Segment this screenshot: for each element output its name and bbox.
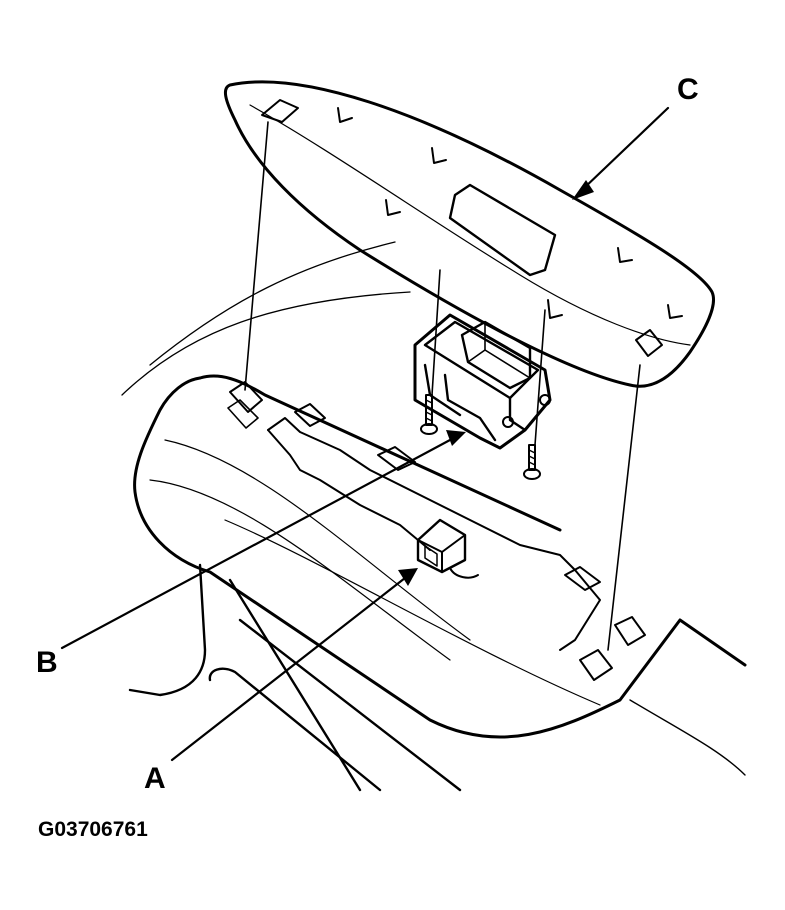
trim-cover-panel: [223, 80, 715, 388]
door-handle-pull: [208, 667, 382, 792]
recess-border-lower: [267, 429, 431, 551]
arrowhead-c: [572, 180, 594, 200]
wiring-connector: [416, 518, 479, 579]
screw-left-thread: [425, 399, 433, 422]
cover-outline: [223, 80, 715, 388]
cover-clip-right: [635, 329, 663, 357]
guide-left-clip: [244, 121, 269, 391]
door-armrest-body: [121, 241, 747, 792]
door-panel-pocket: [128, 563, 207, 697]
switch-top-plate: [423, 320, 540, 400]
callout-label-a: A: [144, 762, 166, 795]
arrowhead-b: [446, 430, 466, 446]
cover-tab-1: [337, 107, 353, 123]
callout-label-b: B: [36, 646, 58, 679]
switch-mount-tab-1: [502, 416, 514, 428]
door-panel-lower-edge: [629, 699, 746, 776]
cover-tab-4: [547, 299, 563, 319]
cover-tab-6: [667, 304, 683, 319]
callout-label-c: C: [677, 73, 699, 106]
switch-body-mid: [443, 373, 497, 442]
screw-left-head: [420, 423, 438, 435]
screw-right-head: [523, 468, 541, 480]
figure-id: G03706761: [38, 818, 148, 841]
guide-screw-right: [534, 309, 546, 446]
guide-right-clip: [607, 364, 641, 651]
cover-contour: [249, 104, 691, 346]
connector-body: [416, 518, 467, 574]
switch-rocker-ridge: [484, 349, 531, 379]
door-arc-lower: [121, 291, 411, 396]
cover-tab-5: [617, 247, 633, 263]
cover-switch-opening: [448, 183, 557, 277]
connector-socket: [424, 545, 438, 567]
alignment-guides: [244, 121, 641, 651]
recess-border-upper: [267, 417, 601, 651]
cover-clip-left: [261, 99, 299, 123]
screw-left: [420, 394, 438, 435]
screw-right: [523, 444, 541, 480]
leader-a: [170, 576, 407, 762]
clip-hole-right-inner: [579, 649, 613, 681]
armrest-contour-1: [164, 439, 471, 641]
cover-tab-2: [431, 147, 447, 164]
leader-b: [60, 438, 452, 650]
armrest-contour-3: [224, 519, 601, 706]
arrowhead-a: [398, 568, 418, 586]
leader-c: [580, 106, 670, 192]
door-panel-line-2: [238, 618, 462, 792]
guide-screw-left: [431, 269, 441, 396]
switch-mount-tab-2: [539, 394, 551, 406]
window-switch: [413, 313, 552, 450]
callout-leaders: [60, 106, 670, 762]
switch-body-right: [508, 396, 527, 432]
clip-hole-left-inner: [227, 399, 259, 429]
connector-wire: [449, 567, 479, 579]
armrest-top-edge: [198, 374, 562, 532]
armrest-outline: [133, 376, 747, 739]
recess-slot-2: [377, 446, 416, 471]
screw-right-thread: [528, 449, 536, 466]
recess-slot-1: [294, 403, 326, 427]
clip-hole-left: [229, 381, 263, 413]
cover-tab-3: [385, 199, 401, 216]
armrest-contour-2: [149, 479, 451, 661]
clip-hole-right: [614, 616, 646, 646]
